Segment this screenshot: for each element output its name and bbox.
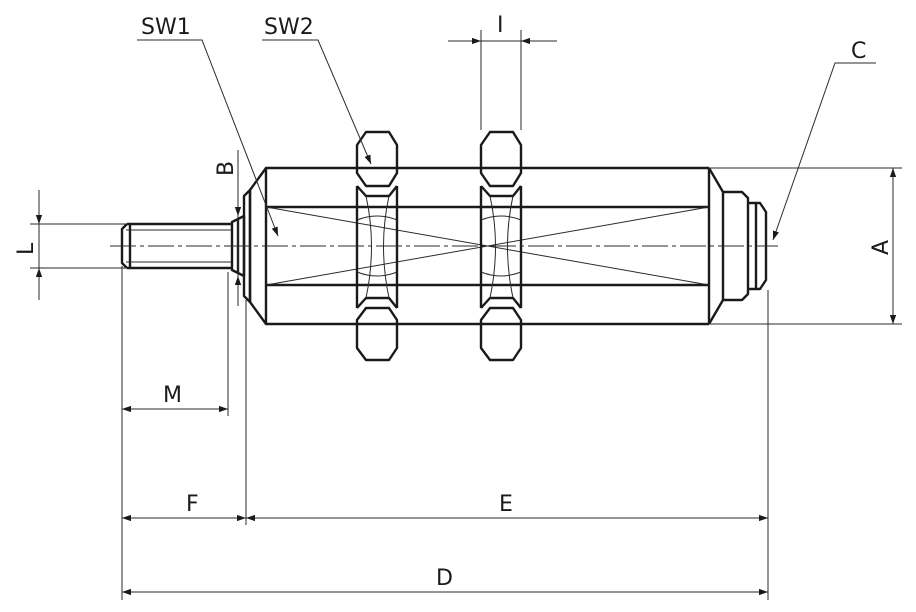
lock-nut-2	[479, 130, 523, 362]
leader-sw1	[137, 39, 279, 237]
leader-lines	[137, 39, 876, 241]
part-outline	[110, 130, 778, 362]
label-l: L	[14, 242, 39, 255]
label-f: F	[186, 492, 199, 517]
label-d: D	[436, 566, 453, 591]
dimension-labels: SW1 SW2 I C B L A M F E D	[14, 13, 894, 591]
extension-lines	[30, 30, 902, 600]
threaded-body	[265, 166, 725, 326]
leader-sw2	[262, 39, 372, 165]
label-i: I	[497, 13, 504, 38]
dimension-lines	[35, 37, 897, 596]
label-b: B	[214, 161, 239, 176]
label-e: E	[499, 492, 513, 517]
label-c: C	[851, 39, 866, 64]
label-m: M	[163, 383, 182, 408]
label-sw2: SW2	[264, 15, 314, 40]
lock-nut-1	[355, 130, 399, 362]
label-sw1: SW1	[141, 15, 191, 40]
label-a: A	[869, 240, 894, 255]
leader-c	[772, 62, 876, 241]
plunger-pin	[120, 222, 232, 270]
